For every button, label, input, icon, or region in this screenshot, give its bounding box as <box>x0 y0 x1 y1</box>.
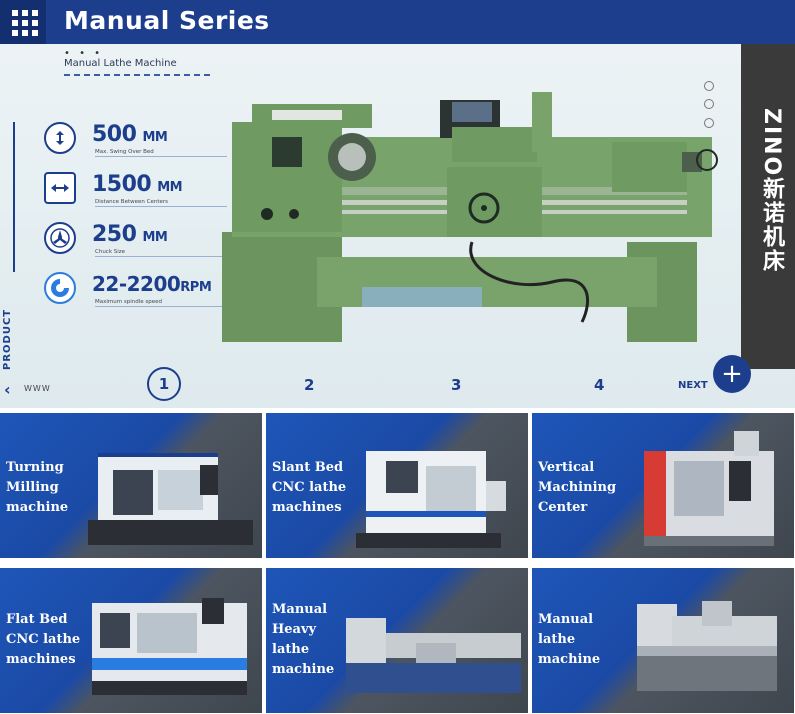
divider <box>95 156 227 157</box>
hero-banner: Manual Series • • • Manual Lathe Machine… <box>0 0 795 408</box>
page-3-button[interactable]: 3 <box>451 376 462 394</box>
menu-grid-icon[interactable] <box>0 0 46 44</box>
product-card-slant-bed[interactable]: Slant Bed CNC lathe machines <box>266 413 528 558</box>
heavy-lathe-icon <box>346 618 521 693</box>
card-label-line: Flat Bed <box>6 612 68 627</box>
card-label-line: Center <box>538 500 588 515</box>
spec-caption: Max. Swing Over Bed <box>95 149 154 155</box>
spec-unit: MM <box>157 180 183 195</box>
product-card-heavy-lathe[interactable]: Manual Heavy lathe machine <box>266 568 528 713</box>
slant-bed-lathe-icon <box>356 451 506 548</box>
card-label-line: machine <box>538 652 601 667</box>
slide-dot[interactable] <box>704 118 714 128</box>
side-rail <box>13 122 15 272</box>
side-product-label: PRODUCT <box>2 308 13 370</box>
card-label-line: Manual <box>538 612 594 627</box>
product-card-turning-milling[interactable]: Turning Milling machine <box>0 413 262 558</box>
card-label-line: Vertical <box>538 460 595 475</box>
ellipsis: • • • <box>64 48 104 59</box>
vertical-machining-center-icon <box>644 431 774 546</box>
divider <box>95 256 227 257</box>
card-label-line: lathe <box>538 632 576 647</box>
card-label-line: CNC lathe <box>6 632 81 647</box>
card-label-line: CNC lathe <box>272 480 347 495</box>
product-card-vertical-machining[interactable]: Vertical Machining Center <box>532 413 794 558</box>
product-card-manual-lathe[interactable]: Manual lathe machine <box>532 568 794 713</box>
spec-unit: RPM <box>180 280 212 295</box>
subtitle: Manual Lathe Machine <box>64 58 177 69</box>
card-label-line: machines <box>272 500 342 515</box>
card-label-line: Heavy <box>272 622 317 637</box>
card-label-line: Manual <box>272 602 328 617</box>
card-label-line: machine <box>6 500 69 515</box>
www-label: WWW <box>24 384 51 393</box>
card-label-line: Milling <box>6 480 59 495</box>
page-title: Manual Series <box>64 6 270 35</box>
manual-lathe-image <box>222 92 718 342</box>
plus-icon[interactable]: + <box>713 355 751 393</box>
spec-value: 22-2200 <box>92 272 181 296</box>
spec-caption: Maximum spindle speed <box>95 299 162 305</box>
top-bar: Manual Series <box>0 0 795 44</box>
slide-dot[interactable] <box>704 81 714 91</box>
next-button[interactable]: NEXT <box>678 380 708 391</box>
subtitle-underline <box>64 74 210 76</box>
divider <box>95 206 227 207</box>
spindle-icon <box>44 272 76 304</box>
slide-dot[interactable] <box>704 99 714 109</box>
vertical-arrows-icon <box>44 122 76 154</box>
spec-value: 250 <box>92 222 137 247</box>
spec-value: 1500 <box>92 172 152 197</box>
brand-panel <box>741 44 795 369</box>
card-label-line: machine <box>272 662 335 677</box>
spec-unit: MM <box>142 130 168 145</box>
brand-logo: ZINO新诺机床 <box>759 108 784 274</box>
card-label-line: Turning <box>6 460 64 475</box>
divider <box>95 306 227 307</box>
spec-caption: Distance Between Centers <box>95 199 168 205</box>
page-4-button[interactable]: 4 <box>594 376 605 394</box>
cnc-turning-machine-icon <box>88 453 253 545</box>
page-2-button[interactable]: 2 <box>304 376 315 394</box>
spec-unit: MM <box>142 230 168 245</box>
horizontal-arrows-icon <box>44 172 76 204</box>
flat-bed-lathe-icon <box>92 598 247 695</box>
card-label-line: lathe <box>272 642 310 657</box>
page-1-button[interactable]: 1 <box>147 367 181 401</box>
card-label-line: machines <box>6 652 76 667</box>
prev-arrow-icon[interactable]: ‹ <box>4 380 11 399</box>
spec-caption: Chuck Size <box>95 249 126 255</box>
manual-lathe-icon <box>637 601 777 691</box>
product-card-flat-bed[interactable]: Flat Bed CNC lathe machines <box>0 568 262 713</box>
spec-value: 500 <box>92 122 137 147</box>
card-label-line: Slant Bed <box>272 460 344 475</box>
card-label-line: Machining <box>538 480 617 495</box>
chuck-icon <box>44 222 76 254</box>
